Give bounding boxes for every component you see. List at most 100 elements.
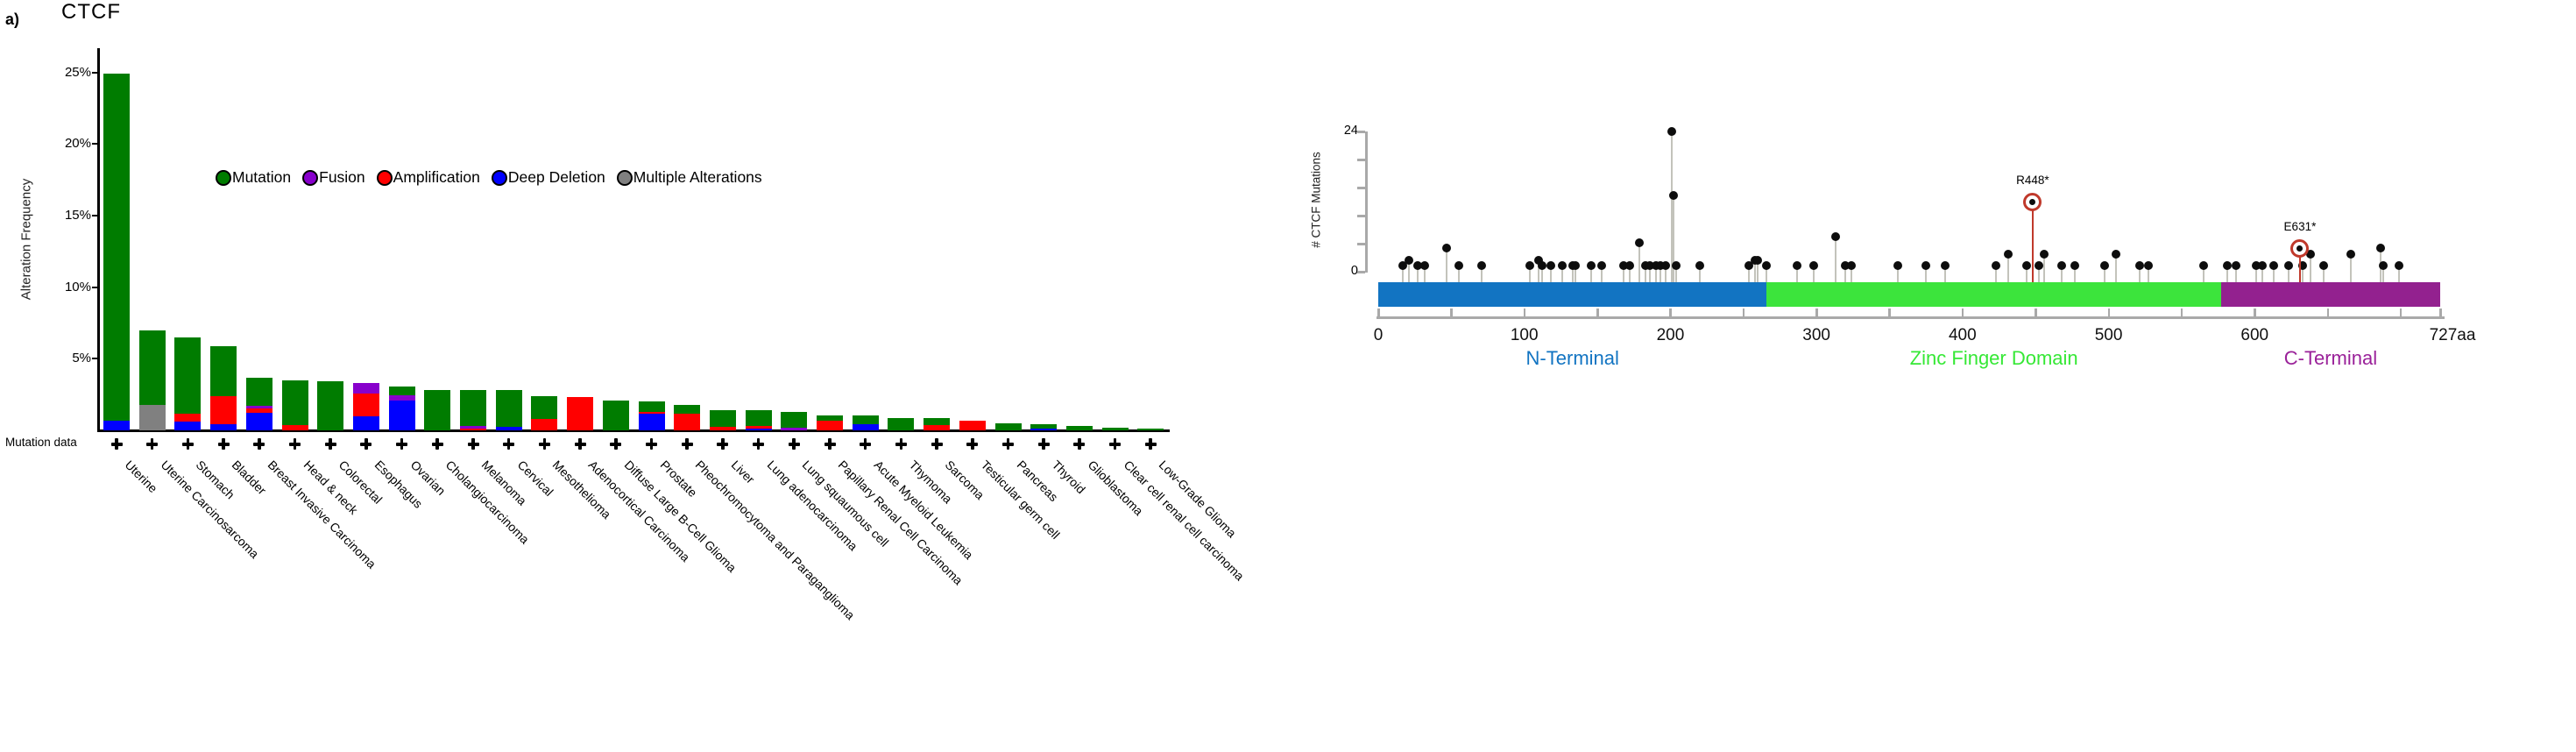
lollipop-dot[interactable]	[1753, 255, 1763, 265]
lollipop-dot[interactable]	[1420, 261, 1430, 271]
lollipop-dot[interactable]	[2143, 261, 2153, 271]
lollipop-dot[interactable]	[1655, 261, 1665, 271]
lollipop-dot[interactable]	[1667, 127, 1677, 136]
bar-segment-amplification[interactable]	[567, 397, 594, 430]
lollipop-dot[interactable]	[1534, 255, 1544, 265]
bar-segment-mutation[interactable]	[424, 390, 451, 430]
lollipop-dot[interactable]	[2111, 250, 2120, 259]
bar-low-grade-glioma[interactable]	[1137, 428, 1164, 430]
bar-lung-adenocarcinoma[interactable]	[745, 410, 772, 430]
bar-segment-amplification[interactable]	[924, 425, 951, 430]
bar-thyroid[interactable]	[1030, 424, 1058, 430]
lollipop-dot[interactable]	[1405, 255, 1413, 265]
bar-segment-mutation[interactable]	[460, 390, 486, 427]
domain-c-terminal[interactable]	[2220, 282, 2440, 307]
bar-segment-mutation[interactable]	[852, 415, 879, 425]
bar-thymoma[interactable]	[888, 418, 915, 430]
lollipop-dot[interactable]	[1537, 261, 1546, 271]
bar-clear-cell-renal-cell-carcinoma[interactable]	[1101, 427, 1129, 430]
lollipop-dot[interactable]	[1830, 232, 1840, 241]
bar-segment-fusion[interactable]	[460, 426, 486, 429]
bar-glioblastoma[interactable]	[1065, 426, 1093, 430]
bar-papillary-renal-cell-carcinoma[interactable]	[817, 415, 843, 430]
bar-uterine-carcinosarcoma[interactable]	[138, 330, 166, 430]
bar-segment-deep_deletion[interactable]	[1030, 429, 1058, 430]
lollipop-dot[interactable]	[1672, 261, 1681, 271]
lollipop-dot[interactable]	[2395, 261, 2404, 271]
bar-segment-multiple[interactable]	[138, 405, 166, 430]
lollipop-dot[interactable]	[2305, 250, 2315, 259]
bar-pheochromocytoma-and-paraganglioma[interactable]	[674, 405, 701, 430]
bar-prostate[interactable]	[638, 401, 665, 430]
bar-segment-deep_deletion[interactable]	[638, 414, 665, 430]
bar-cervical[interactable]	[495, 390, 522, 430]
lollipop-dot[interactable]	[1645, 261, 1655, 271]
bar-segment-deep_deletion[interactable]	[852, 424, 879, 430]
bar-segment-amplification[interactable]	[531, 418, 558, 430]
bar-segment-deep_deletion[interactable]	[210, 423, 237, 430]
bar-segment-amplification[interactable]	[817, 420, 843, 430]
lollipop-dot[interactable]	[1619, 261, 1629, 271]
bar-uterine[interactable]	[103, 74, 130, 430]
lollipop-dot[interactable]	[1398, 261, 1408, 271]
bar-segment-fusion[interactable]	[245, 406, 272, 408]
bar-segment-amplification[interactable]	[959, 420, 986, 430]
lollipop-dot[interactable]	[1558, 261, 1568, 271]
bar-segment-amplification[interactable]	[210, 395, 237, 424]
lollipop-dot[interactable]	[2040, 250, 2049, 259]
lollipop-dot[interactable]	[2198, 261, 2208, 271]
bar-stomach[interactable]	[174, 337, 202, 430]
bar-segment-mutation[interactable]	[281, 380, 308, 426]
bar-segment-mutation[interactable]	[602, 400, 629, 430]
lollipop-dot[interactable]	[2134, 261, 2144, 271]
bar-diffuse-large-b-cell-glioma[interactable]	[602, 400, 629, 430]
bar-segment-mutation[interactable]	[781, 411, 808, 428]
bar-segment-mutation[interactable]	[674, 405, 701, 415]
bar-segment-deep_deletion[interactable]	[245, 412, 272, 430]
bar-segment-mutation[interactable]	[1065, 426, 1093, 430]
bar-bladder[interactable]	[210, 345, 237, 430]
bar-segment-mutation[interactable]	[138, 330, 166, 406]
lollipop-dot[interactable]	[1546, 261, 1555, 271]
bar-segment-mutation[interactable]	[709, 410, 736, 427]
bar-segment-amplification[interactable]	[281, 425, 308, 430]
lollipop-dot[interactable]	[2257, 261, 2267, 271]
lollipop-dot[interactable]	[1668, 191, 1678, 201]
lollipop-dot[interactable]	[1744, 261, 1754, 271]
bar-segment-mutation[interactable]	[103, 74, 130, 421]
lollipop-dot[interactable]	[1793, 261, 1802, 271]
annotated-lollipop-dot[interactable]	[2296, 245, 2304, 252]
lollipop-dot[interactable]	[2283, 261, 2293, 271]
bar-sarcoma[interactable]	[924, 418, 951, 430]
lollipop-dot[interactable]	[2003, 250, 2013, 259]
lollipop-dot[interactable]	[1442, 244, 1452, 253]
bar-segment-amplification[interactable]	[460, 429, 486, 430]
lollipop-dot[interactable]	[2378, 261, 2388, 271]
bar-segment-mutation[interactable]	[745, 410, 772, 427]
lollipop-dot[interactable]	[1921, 261, 1931, 271]
lollipop-dot[interactable]	[2034, 261, 2043, 271]
bar-liver[interactable]	[709, 410, 736, 430]
bar-segment-mutation[interactable]	[924, 418, 951, 426]
lollipop-dot[interactable]	[1454, 261, 1463, 271]
bar-segment-mutation[interactable]	[245, 377, 272, 407]
lollipop-dot[interactable]	[2251, 261, 2261, 271]
annotated-lollipop-dot[interactable]	[2029, 198, 2036, 205]
lollipop-dot[interactable]	[1661, 261, 1671, 271]
bar-segment-fusion[interactable]	[781, 427, 808, 430]
lollipop-dot[interactable]	[1762, 261, 1772, 271]
bar-segment-deep_deletion[interactable]	[352, 415, 379, 430]
bar-segment-deep_deletion[interactable]	[745, 428, 772, 430]
bar-segment-amplification[interactable]	[709, 426, 736, 430]
lollipop-dot[interactable]	[2222, 261, 2232, 271]
bar-segment-amplification[interactable]	[352, 394, 379, 416]
bar-segment-fusion[interactable]	[388, 394, 415, 401]
bar-segment-amplification[interactable]	[245, 408, 272, 413]
bar-acute-myeloid-leukemia[interactable]	[852, 415, 879, 430]
lollipop-dot[interactable]	[1635, 238, 1645, 247]
bar-segment-mutation[interactable]	[388, 387, 415, 395]
bar-segment-mutation[interactable]	[1101, 427, 1129, 430]
bar-segment-mutation[interactable]	[210, 345, 237, 396]
bar-melanoma[interactable]	[460, 390, 486, 430]
bar-testicular-germ-cell[interactable]	[959, 420, 986, 430]
